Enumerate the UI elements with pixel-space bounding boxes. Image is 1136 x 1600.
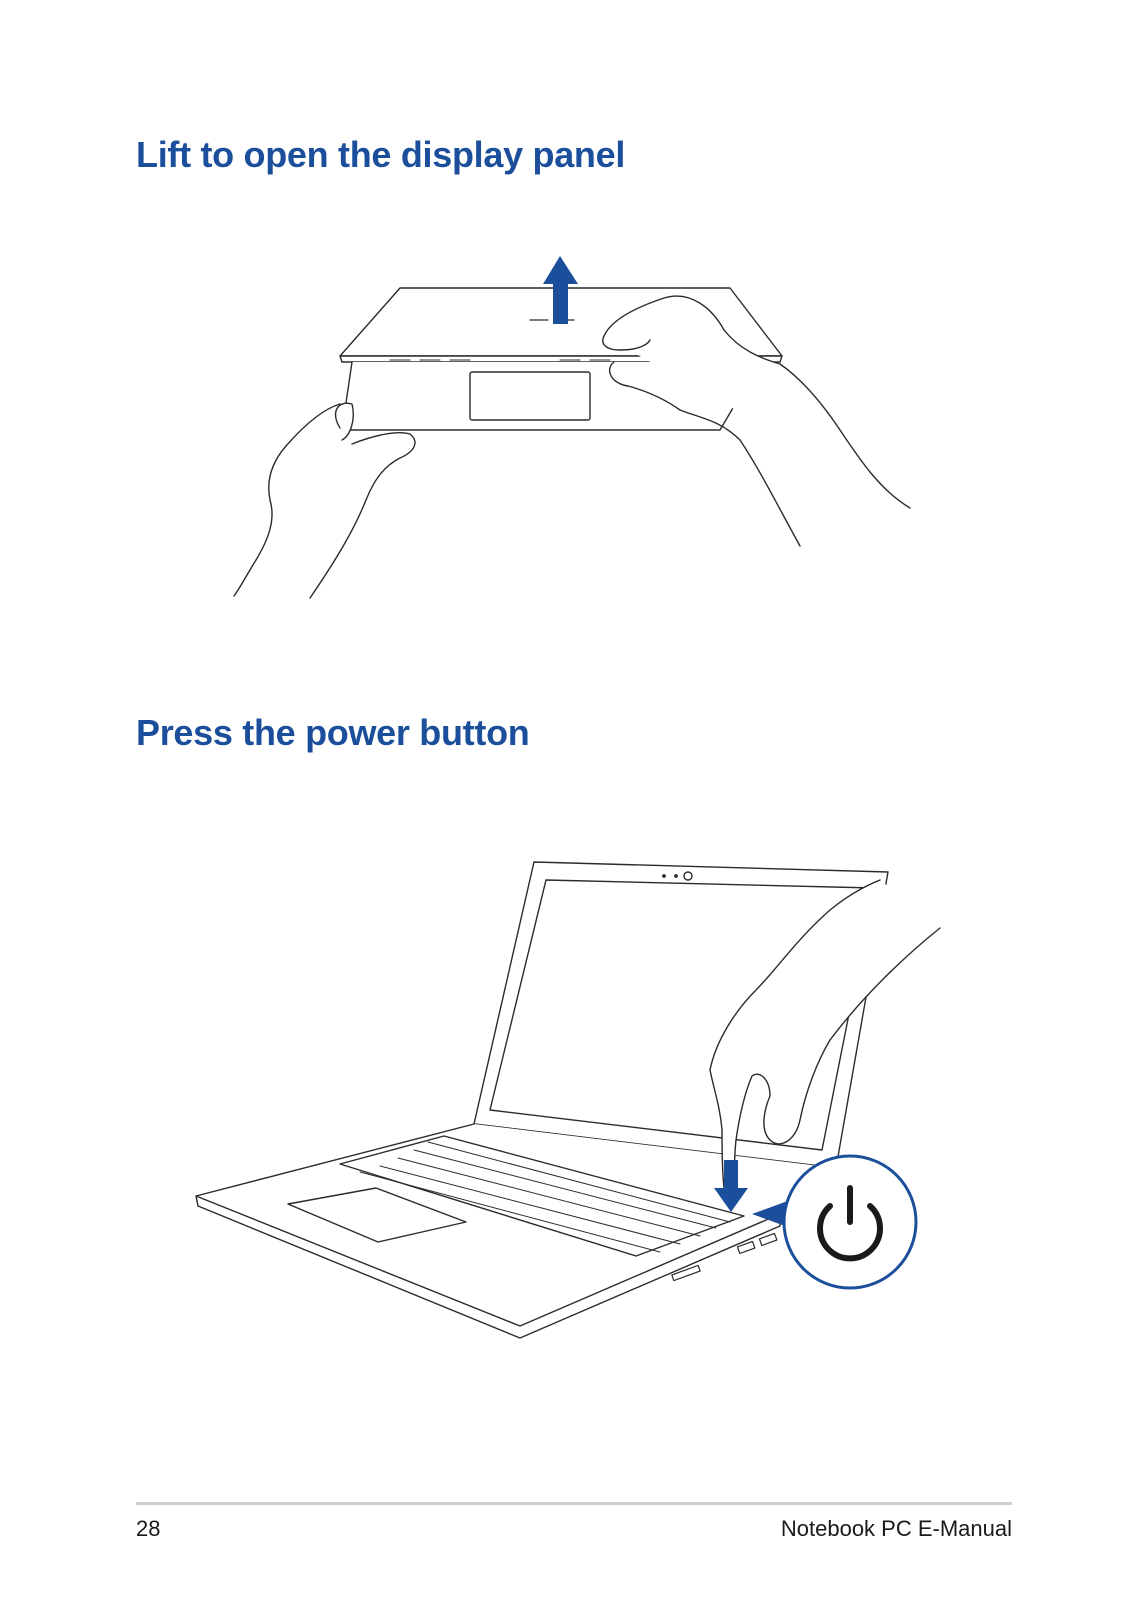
lift-arrow-icon <box>543 256 578 324</box>
section-heading-lift: Lift to open the display panel <box>136 134 626 175</box>
manual-title: Notebook PC E-Manual <box>780 1516 1012 1541</box>
lift-lid-illustration <box>233 256 911 599</box>
footer-divider <box>136 1502 1012 1505</box>
keyboard <box>359 1141 731 1253</box>
section-heading-power: Press the power button <box>136 712 530 753</box>
page-number: 28 <box>136 1516 161 1541</box>
press-arrow-icon <box>714 1160 748 1212</box>
power-icon <box>817 1185 883 1262</box>
side-ports <box>671 1232 778 1282</box>
webcam-icon <box>683 871 693 881</box>
power-button-illustration: ASUS <box>195 861 941 1339</box>
